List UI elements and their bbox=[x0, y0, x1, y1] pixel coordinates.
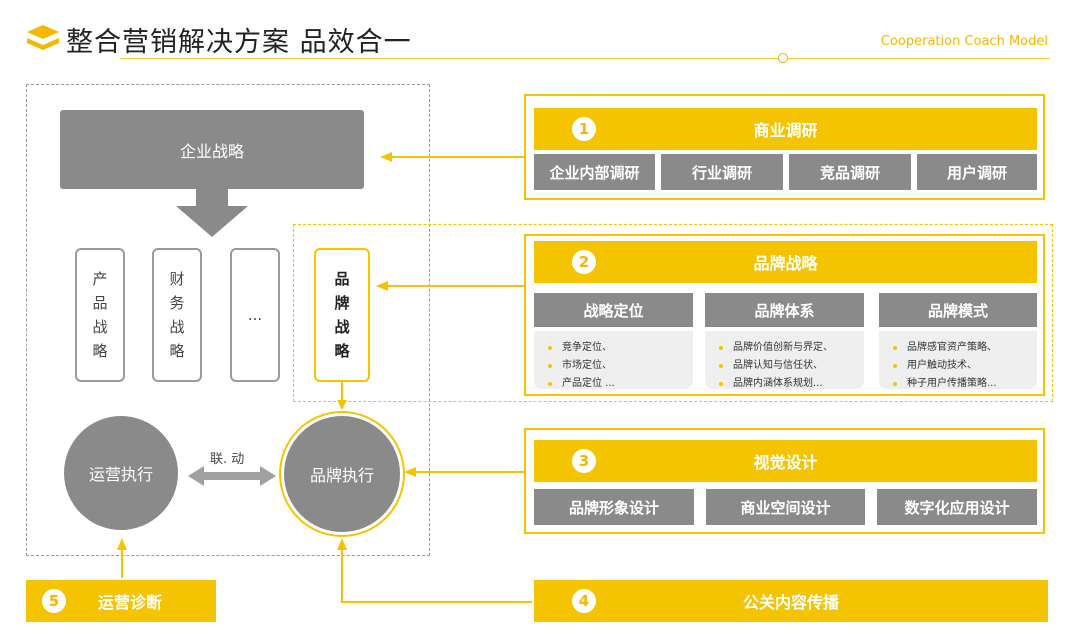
strategy-column-list: 品牌感官资产策略、 用户触动技术、 种子用户传播策略... bbox=[879, 331, 1037, 389]
strategy-column-list: 品牌价值创新与界定、 品牌认知与信任状、 品牌内涵体系规划... bbox=[705, 331, 864, 389]
list-item: 品牌感官资产策略、 bbox=[879, 339, 1037, 357]
panel5-number: 5 bbox=[42, 589, 66, 613]
list-item: 用户触动技术、 bbox=[879, 357, 1037, 375]
panel1-title: 商业调研 bbox=[753, 121, 818, 140]
logo-icon bbox=[27, 25, 59, 50]
strategy-column-label: 品牌体系 bbox=[754, 301, 815, 320]
panel3-title: 视觉设计 bbox=[753, 453, 818, 472]
other-strategy-label: ... bbox=[247, 306, 263, 324]
divider-dot bbox=[778, 53, 788, 63]
design-item-label: 品牌形象设计 bbox=[568, 498, 659, 517]
list-item: 种子用户传播策略... bbox=[879, 375, 1037, 393]
enterprise-strategy-label: 企业战略 bbox=[179, 141, 244, 161]
strategy-column-head: 战略定位 bbox=[534, 293, 693, 327]
strategy-column-label: 战略定位 bbox=[583, 301, 644, 320]
panel2-header: 品牌战略 bbox=[534, 241, 1037, 283]
header-divider bbox=[120, 58, 1050, 59]
brand-exec-label: 品牌执行 bbox=[309, 466, 374, 485]
product-strategy-box: 产品战略 bbox=[75, 248, 125, 382]
page-title: 整合营销解决方案 品效合一 bbox=[66, 27, 412, 58]
research-item-label: 竞品调研 bbox=[819, 163, 880, 182]
brand-strategy-box: 品牌战略 bbox=[314, 248, 370, 382]
design-item: 商业空间设计 bbox=[706, 489, 865, 525]
research-item-label: 行业调研 bbox=[691, 163, 752, 182]
panel4-number: 4 bbox=[572, 589, 596, 613]
page-subtitle: Cooperation Coach Model bbox=[880, 34, 1048, 49]
research-item-label: 企业内部调研 bbox=[549, 163, 640, 182]
strategy-column-head: 品牌体系 bbox=[705, 293, 864, 327]
design-item-label: 商业空间设计 bbox=[740, 498, 831, 517]
panel3-header: 视觉设计 bbox=[534, 440, 1037, 482]
panel2-number: 2 bbox=[572, 250, 596, 274]
link-label: 联. 动 bbox=[210, 452, 245, 467]
list-item: 品牌内涵体系规划... bbox=[705, 375, 864, 393]
brand-strategy-label: 品牌战略 bbox=[334, 270, 350, 360]
research-item-label: 用户调研 bbox=[946, 163, 1007, 182]
strategy-column-label: 品牌模式 bbox=[927, 301, 988, 320]
strategy-column-list: 竞争定位、 市场定位、 产品定位 ... bbox=[534, 331, 693, 389]
panel1-header: 商业调研 bbox=[534, 108, 1037, 150]
research-item: 竞品调研 bbox=[789, 154, 911, 190]
other-strategy-box: ... bbox=[230, 248, 280, 382]
brand-strategy-highlight bbox=[293, 224, 1053, 402]
list-item: 市场定位、 bbox=[534, 357, 693, 375]
strategy-column-head: 品牌模式 bbox=[879, 293, 1037, 327]
ops-exec-label: 运营执行 bbox=[88, 465, 153, 484]
list-item: 品牌价值创新与界定、 bbox=[705, 339, 864, 357]
panel4-title: 公关内容传播 bbox=[742, 593, 839, 612]
product-strategy-label: 产品战略 bbox=[92, 270, 108, 360]
list-item: 品牌认知与信任状、 bbox=[705, 357, 864, 375]
panel3-number: 3 bbox=[572, 449, 596, 473]
list-item: 产品定位 ... bbox=[534, 375, 693, 393]
brand-exec-circle: 品牌执行 bbox=[284, 416, 400, 532]
panel2-title: 品牌战略 bbox=[753, 254, 818, 273]
panel5-title: 运营诊断 bbox=[98, 593, 163, 612]
list-item: 竞争定位、 bbox=[534, 339, 693, 357]
down-arrow-icon bbox=[176, 189, 248, 237]
design-item: 数字化应用设计 bbox=[877, 489, 1037, 525]
research-item: 用户调研 bbox=[917, 154, 1037, 190]
research-item: 企业内部调研 bbox=[534, 154, 655, 190]
research-item: 行业调研 bbox=[661, 154, 783, 190]
finance-strategy-label: 财务战略 bbox=[169, 270, 185, 360]
design-item-label: 数字化应用设计 bbox=[904, 498, 1010, 517]
enterprise-strategy-box: 企业战略 bbox=[60, 110, 364, 189]
ops-exec-circle: 运营执行 bbox=[64, 416, 178, 530]
design-item: 品牌形象设计 bbox=[534, 489, 694, 525]
panel4-bar: 公关内容传播 bbox=[534, 580, 1048, 622]
internal-scope-box bbox=[26, 84, 430, 556]
double-arrow-icon bbox=[188, 466, 276, 486]
panel1-number: 1 bbox=[572, 117, 596, 141]
finance-strategy-box: 财务战略 bbox=[152, 248, 202, 382]
